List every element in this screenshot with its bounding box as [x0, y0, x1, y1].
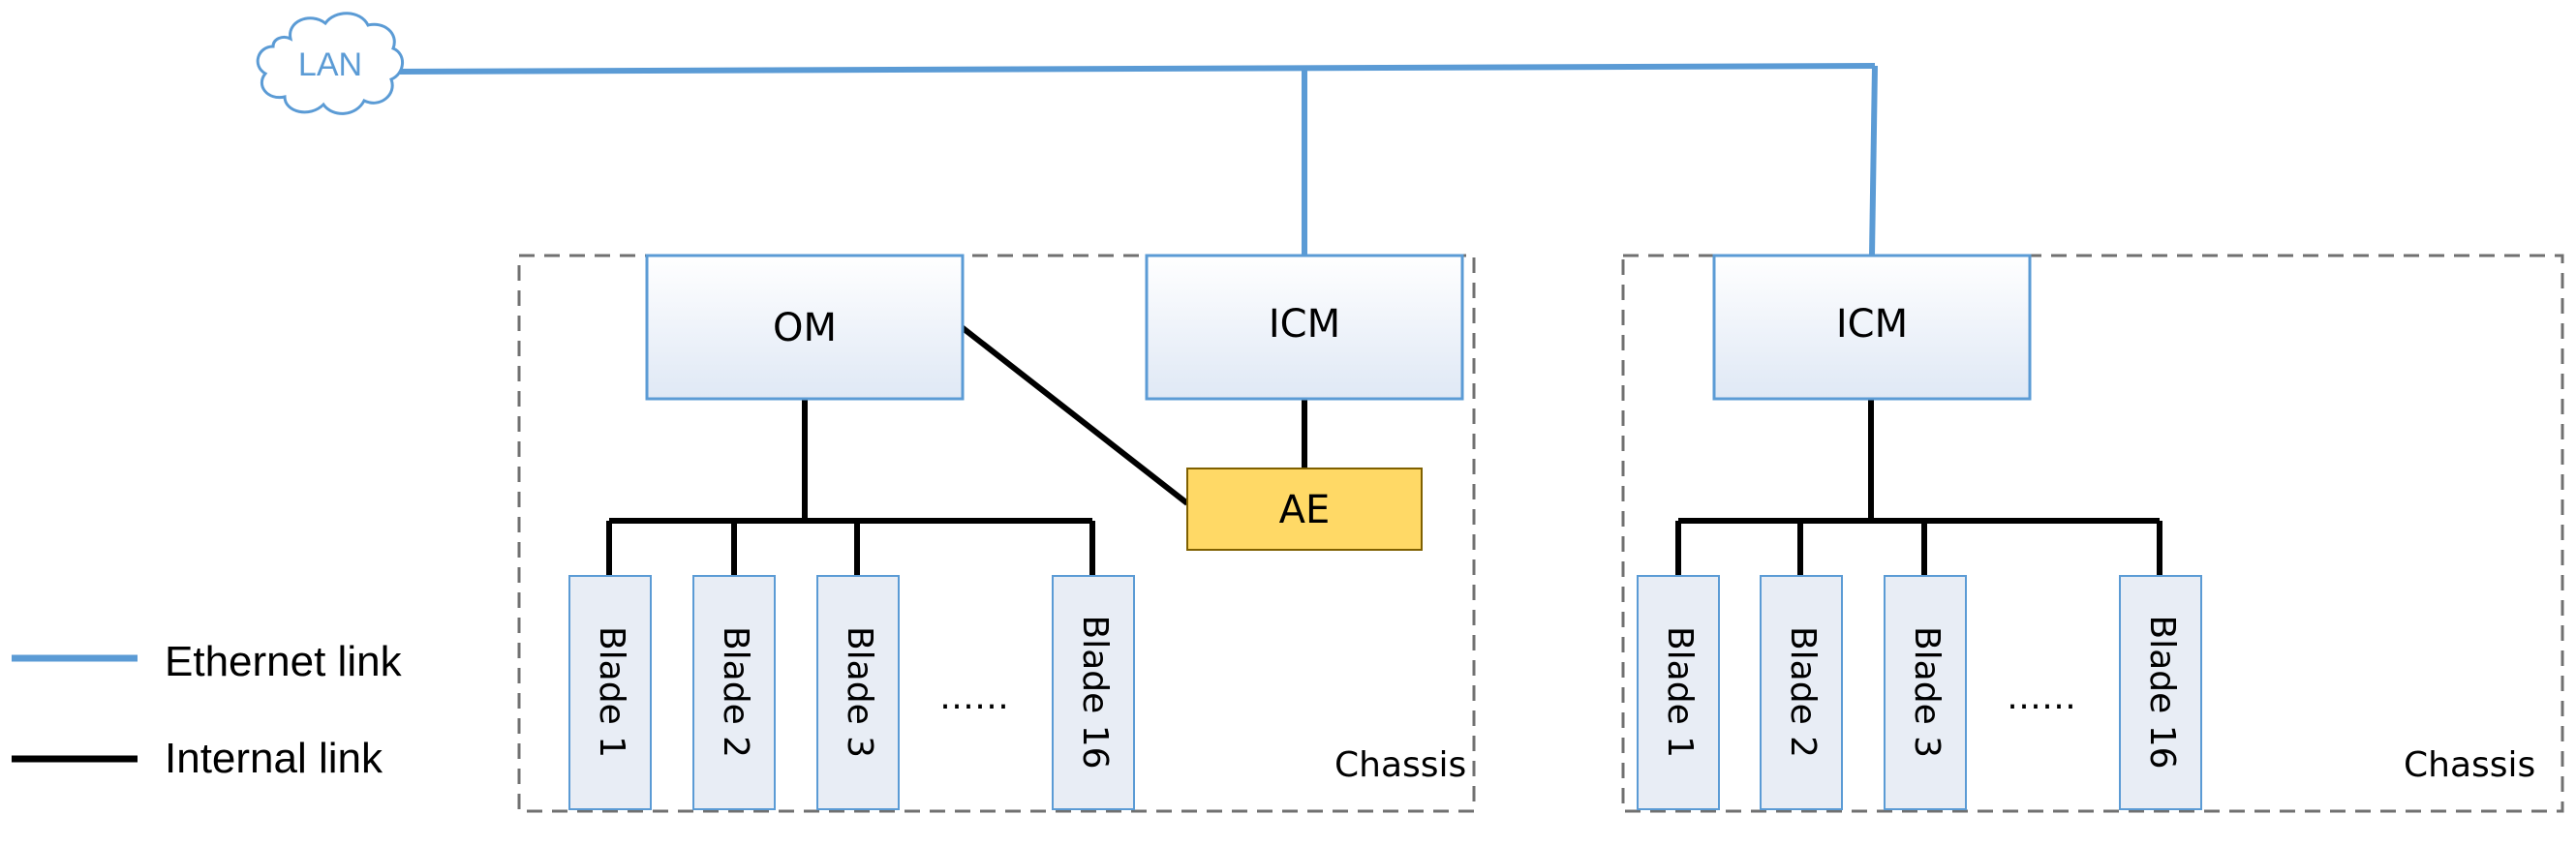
blade-left-3: Blade 3: [816, 575, 900, 810]
icm-label-right: ICM: [1836, 302, 1908, 347]
blade-label: Blade 16: [2142, 615, 2182, 769]
chassis-left-label: Chassis: [1334, 745, 1466, 785]
blade-label: Blade 1: [1660, 626, 1700, 758]
icm-module-right: ICM: [1712, 254, 2032, 401]
blade-left-2: Blade 2: [692, 575, 776, 810]
om-module: OM: [645, 254, 965, 401]
blade-right-2: Blade 2: [1760, 575, 1843, 810]
blade-label: Blade 16: [1075, 615, 1115, 769]
om-to-ae-link: [960, 324, 1189, 506]
blade-label: Blade 2: [1783, 626, 1823, 758]
ae-label: AE: [1279, 488, 1331, 532]
blade-label: Blade 1: [592, 626, 631, 758]
om-label: OM: [773, 306, 837, 350]
blade-right-16: Blade 16: [2119, 575, 2202, 810]
blade-right-3: Blade 3: [1884, 575, 1967, 810]
blade-right-1: Blade 1: [1637, 575, 1720, 810]
blade-label: Blade 3: [840, 626, 879, 758]
icm-module-left: ICM: [1145, 254, 1464, 401]
legend-internal-label: Internal link: [165, 735, 383, 782]
lan-to-icm-right-link: [1869, 65, 1878, 257]
icm-label-left: ICM: [1269, 302, 1340, 347]
internal-links-left: [606, 324, 1307, 576]
lan-backbone-link: [394, 63, 1876, 75]
ethernet-links: [394, 63, 1878, 257]
chassis-right-frame: [1621, 254, 2564, 813]
legend: Ethernet link Internal link: [12, 638, 403, 782]
ae-module: AE: [1186, 468, 1423, 551]
blade-ellipsis-right: ……: [2007, 678, 2076, 717]
legend-ethernet-label: Ethernet link: [165, 638, 403, 685]
blade-ellipsis-left: ……: [939, 678, 1009, 717]
internal-links-right: [1675, 399, 2162, 576]
lan-cloud: LAN: [256, 12, 404, 115]
blade-left-16: Blade 16: [1052, 575, 1135, 810]
blade-left-1: Blade 1: [568, 575, 652, 810]
blade-label: Blade 3: [1907, 626, 1947, 758]
chassis-right-label: Chassis: [2404, 745, 2535, 785]
lan-label: LAN: [298, 46, 362, 83]
blade-label: Blade 2: [716, 626, 755, 758]
cloud-icon: [256, 12, 404, 115]
